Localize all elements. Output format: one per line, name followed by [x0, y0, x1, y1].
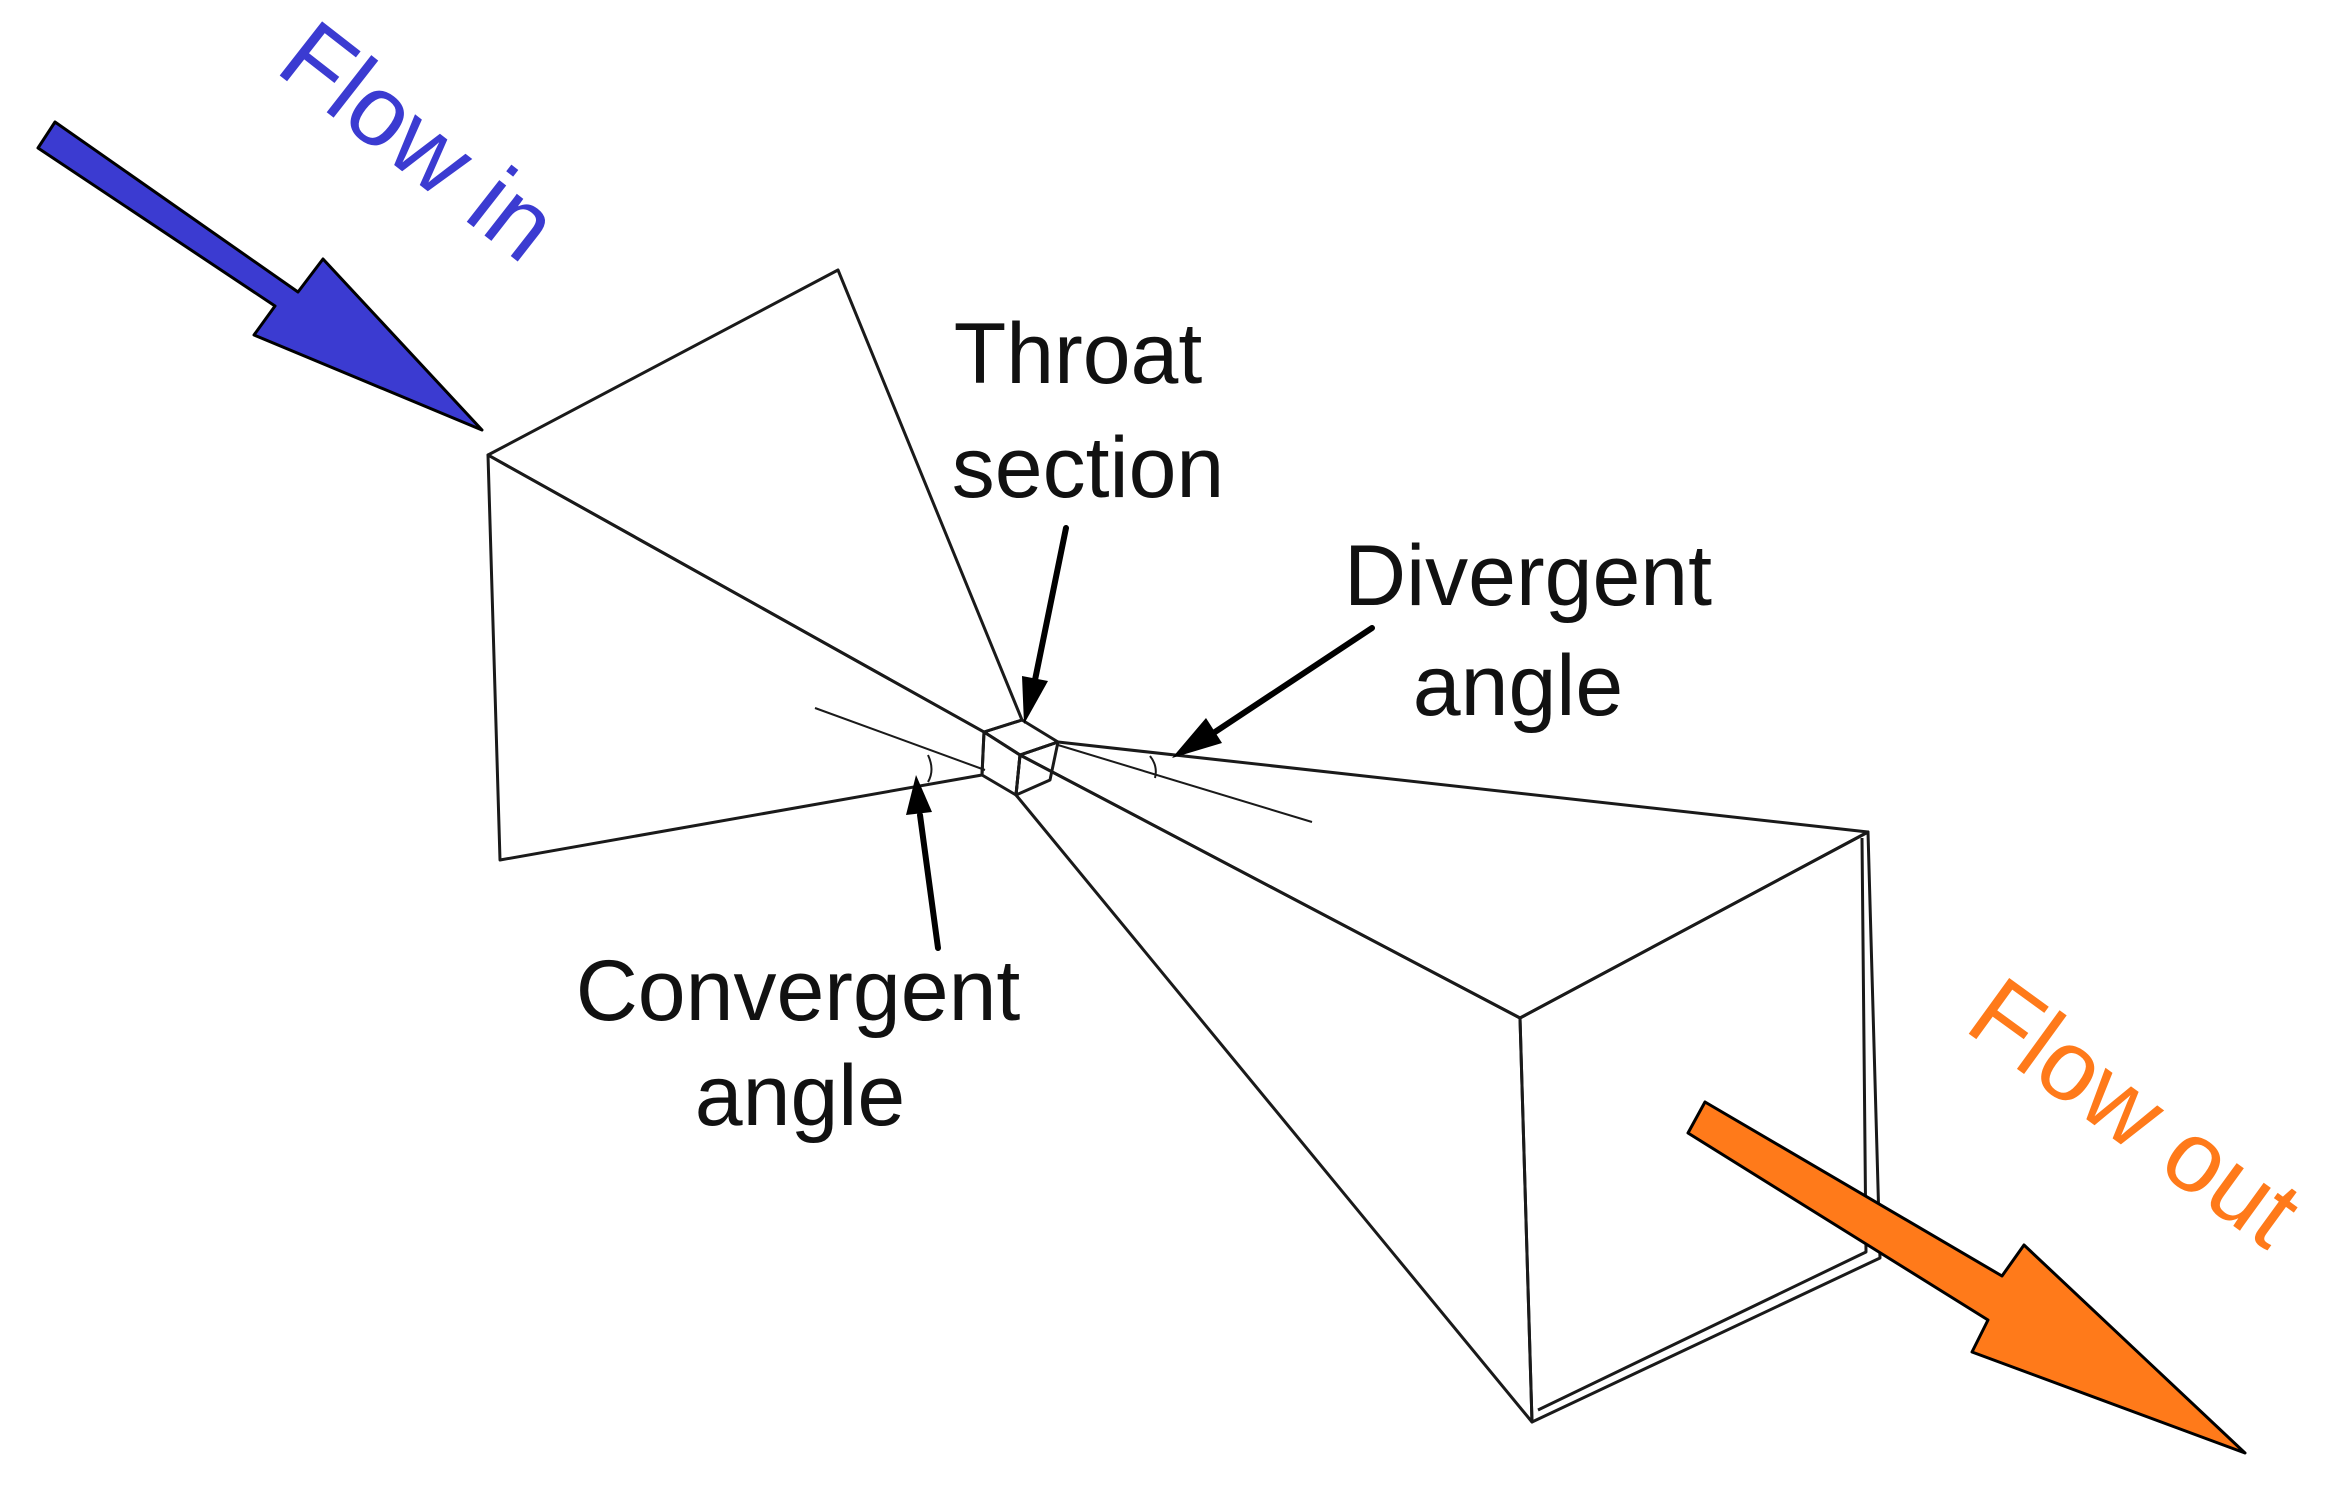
convergent-leader-line — [917, 812, 941, 951]
divergent-leader-line — [1212, 625, 1375, 735]
throat-label-line1: Throat — [954, 306, 1203, 402]
angle-construction-lines — [814, 707, 1313, 823]
convergent-label-line2: angle — [695, 1048, 905, 1144]
divergent-label-line1: Divergent — [1344, 528, 1712, 624]
throat-leader-arrowhead — [1022, 676, 1048, 724]
divergent-label-line2: angle — [1413, 638, 1623, 734]
convergent-section — [486, 268, 1024, 862]
flow-out-arrow-icon — [1686, 1100, 2247, 1455]
throat-side-face — [980, 730, 1022, 797]
outlet-rim-line — [1537, 837, 1868, 1412]
leader-lines — [906, 525, 1375, 951]
divergent-axis-line — [1057, 744, 1313, 823]
convergent-leader-arrowhead — [906, 775, 932, 815]
divergent-bottom-face — [1014, 753, 1534, 1424]
flow-in-arrow-icon — [36, 120, 484, 432]
flow-in-label: Flow in — [260, 0, 579, 283]
convergent-label-line1: Convergent — [576, 943, 1021, 1039]
divergent-section — [1014, 740, 1882, 1424]
throat-leader-line — [1032, 525, 1069, 683]
divergent-right-face — [1518, 830, 1882, 1424]
divergent-leader-arrowhead — [1172, 718, 1222, 758]
convergent-bottom-face — [486, 453, 986, 862]
convergent-axis-line — [814, 707, 986, 771]
flow-out-label: Flow out — [1949, 956, 2321, 1269]
throat-label-line2: section — [952, 420, 1225, 516]
divergent-angle-arc — [1149, 755, 1157, 779]
convergent-angle-arc — [927, 754, 933, 783]
